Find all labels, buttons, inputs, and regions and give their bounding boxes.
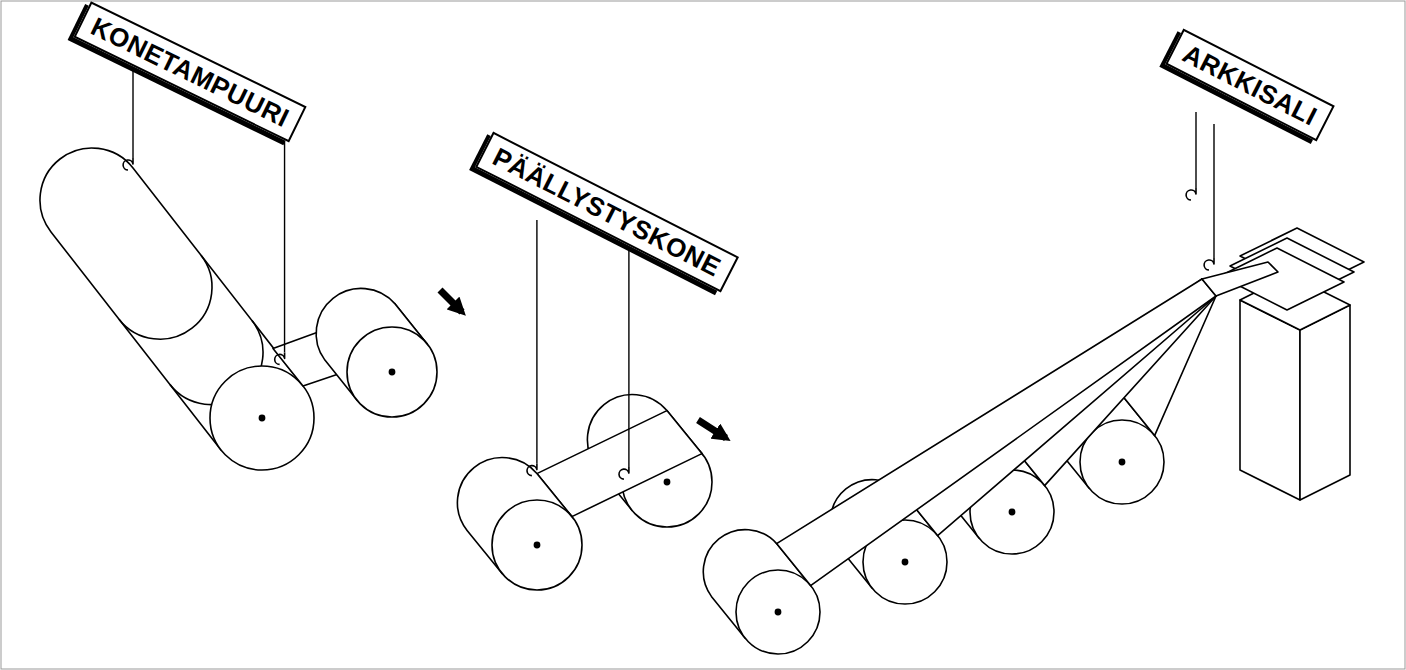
flow-arrow — [698, 420, 726, 438]
hanger-string — [536, 220, 537, 464]
hanger-string — [628, 240, 629, 467]
process-stage: KONETAMPUURI — [60, 15, 440, 445]
hook — [619, 467, 629, 479]
hanger-string — [132, 60, 133, 158]
process-stage: ARKKISALI — [732, 15, 1392, 655]
rolls — [40, 60, 1364, 654]
roll-division — [119, 255, 212, 339]
roll-core — [1119, 459, 1124, 464]
sign-text: KONETAMPUURI — [86, 11, 294, 133]
hanger-string — [1213, 124, 1214, 258]
sign-board: ARKKISALI — [1165, 29, 1335, 142]
hook — [123, 158, 133, 170]
sign-board: KONETAMPUURI — [73, 1, 307, 142]
sign-text: PÄÄLLYSTYSKONE — [488, 142, 726, 283]
hanger-string — [1195, 112, 1196, 188]
roll-core — [534, 542, 539, 547]
paper-web — [1202, 262, 1278, 296]
roll-core — [1009, 509, 1014, 514]
stack-box — [1300, 305, 1350, 500]
hook — [527, 464, 537, 476]
hook — [1186, 188, 1196, 200]
stack-box — [1240, 300, 1300, 500]
paper-web — [777, 279, 1216, 586]
paper-web — [537, 411, 702, 517]
process-stage: PÄÄLLYSTYSKONE — [468, 150, 698, 470]
roll-core — [902, 559, 907, 564]
hook — [1204, 258, 1214, 270]
hanger-string — [284, 130, 285, 352]
flow-arrow — [440, 290, 462, 312]
roll-end — [210, 366, 314, 470]
roll-core — [389, 369, 394, 374]
hook — [275, 352, 285, 364]
roll-end — [347, 327, 437, 417]
sign-text: ARKKISALI — [1178, 38, 1322, 131]
roll-end — [492, 500, 582, 590]
roll-core — [259, 415, 264, 420]
roll-core — [664, 479, 669, 484]
roll-core — [775, 609, 780, 614]
sign-board: PÄÄLLYSTYSKONE — [475, 132, 739, 293]
